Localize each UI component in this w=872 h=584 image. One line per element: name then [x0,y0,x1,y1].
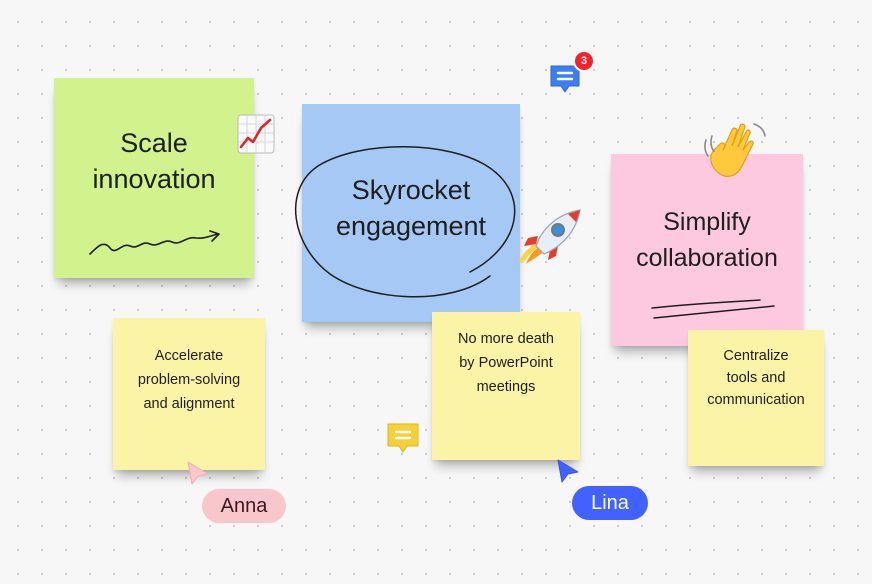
rocket-icon [519,209,581,264]
comment-icon [387,423,419,453]
sticky-note-skyrocket-engagement[interactable]: Skyrocket engagement [302,104,520,322]
sticky-note-text: Centralize tools and communication [707,348,805,408]
cursor-icon-lina [557,459,579,483]
sticky-note-text: Scale innovation [92,128,216,194]
cursor-icon-anna [187,461,209,485]
waving-hand-icon [704,123,766,177]
collaborator-label-lina: Lina [572,486,648,520]
chart-increasing-icon [237,114,275,154]
squiggle-arrow-drawing [89,230,220,255]
sticky-note-no-more-death-by-powerpoint[interactable]: No more death by PowerPoint meetings [432,312,580,460]
comment-icon-yellow[interactable] [386,422,420,453]
comment-icon-blue[interactable]: 3 [549,50,595,94]
ellipse-circle-drawing [295,146,516,298]
sticky-note-text: Skyrocket engagement [335,175,487,241]
sticky-note-text: Accelerate problem-solving and alignment [137,348,241,412]
sticky-note-text: No more death by PowerPoint meetings [458,331,554,395]
underline-drawing [651,299,775,319]
sticky-note-simplify-collaboration[interactable]: Simplify collaboration [611,154,803,346]
sticky-note-centralize[interactable]: Centralize tools and communication [688,330,824,466]
sticky-note-accelerate[interactable]: Accelerate problem-solving and alignment [113,318,265,470]
comment-count-badge: 3 [573,50,595,72]
sticky-note-text: Simplify collaboration [636,208,778,272]
collaborator-label-anna: Anna [202,489,286,523]
